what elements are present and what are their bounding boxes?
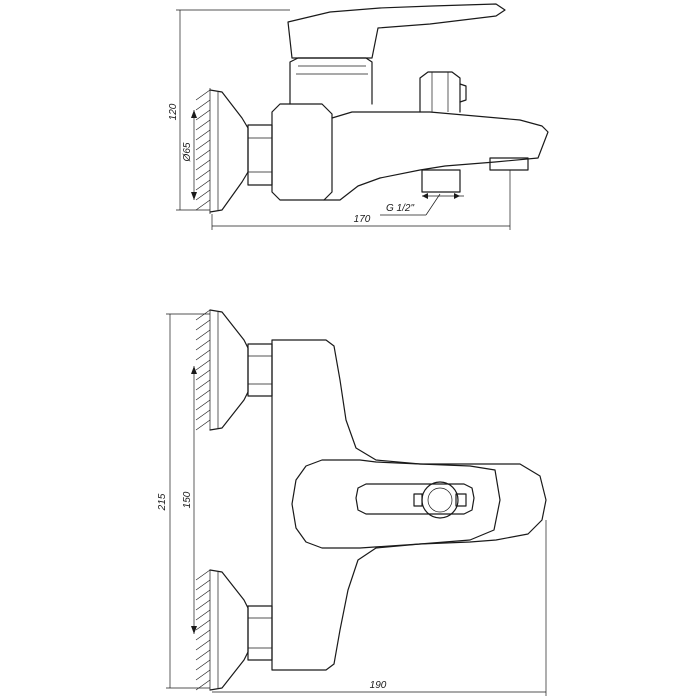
dim-total-height-label: 215 xyxy=(157,493,168,511)
side-body xyxy=(271,103,333,201)
side-connector-nut xyxy=(247,124,273,186)
side-spout-tip xyxy=(489,157,529,171)
thread-label: G 1/2" xyxy=(386,203,414,214)
dim-length-170: 170 xyxy=(211,170,511,230)
side-flange xyxy=(209,89,249,213)
front-cartridge xyxy=(291,459,501,549)
front-view: 215 150 190 xyxy=(157,309,547,696)
front-nut-top xyxy=(247,343,273,397)
front-body xyxy=(271,339,547,671)
dim-depth-190: 190 xyxy=(212,520,547,696)
thread-callout: G 1/2" xyxy=(380,193,464,216)
side-cartridge xyxy=(289,57,373,105)
front-flange-top xyxy=(209,309,249,431)
side-lever xyxy=(287,3,506,59)
dim-diameter-65: Ø65 xyxy=(182,110,197,200)
side-outlet xyxy=(421,169,461,193)
side-view: 120 Ø65 170 G 1/2" xyxy=(168,3,549,230)
side-wall-hatch xyxy=(195,88,211,214)
front-diverter-knob xyxy=(421,481,459,519)
dim-height-120: 120 xyxy=(168,9,290,211)
front-wall-hatch xyxy=(195,309,211,691)
dim-center-distance-label: 150 xyxy=(182,491,193,508)
dim-diameter-label: Ø65 xyxy=(182,142,193,162)
dim-center-distance-150: 150 xyxy=(182,366,197,634)
side-diverter xyxy=(419,71,461,113)
dim-depth-label: 190 xyxy=(370,680,387,691)
dim-height-label: 120 xyxy=(168,103,179,120)
dim-total-height-215: 215 xyxy=(157,313,210,689)
front-nut-bottom xyxy=(247,605,273,661)
front-flange-bottom xyxy=(209,569,249,691)
front-diverter-slot xyxy=(355,483,475,515)
dim-length-label: 170 xyxy=(354,214,371,225)
